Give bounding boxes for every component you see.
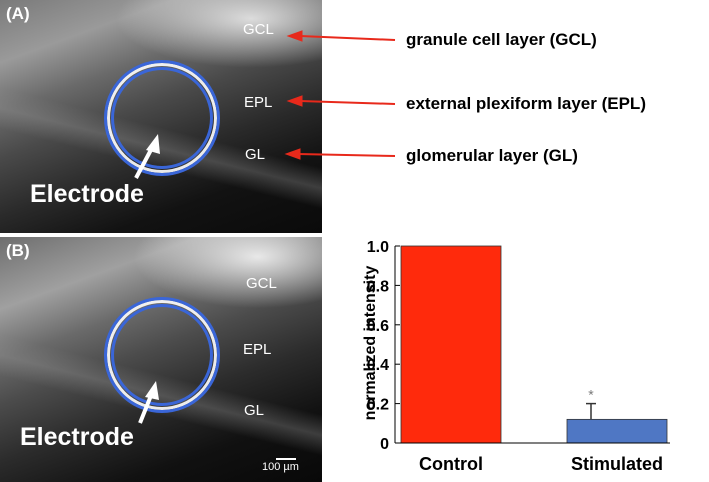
bar-stimulated	[566, 418, 668, 444]
y-tick-label: 0.2	[367, 397, 389, 414]
micrograph-panel-a: (A) GCL EPL GL Electrode	[0, 0, 322, 233]
bar-chart: normalized intensity 00.20.40.60.81.0 * …	[362, 239, 670, 474]
label-gcl-b: GCL	[246, 275, 277, 292]
y-tick-label: 0.4	[367, 357, 389, 374]
x-category-label: Control	[419, 454, 483, 474]
label-gl-b: GL	[244, 402, 265, 419]
electrode-arrow-b	[138, 381, 159, 424]
electrode-circle-b	[104, 297, 220, 413]
x-category-label: Stimulated	[571, 454, 663, 474]
y-tick-label: 0	[380, 436, 389, 453]
y-axis-ticks: 0 0.2 0.4 0.6 0.8 1.0	[367, 239, 400, 453]
annotation-epl: external plexiform layer (EPL)	[406, 94, 646, 113]
label-gcl-a: GCL	[243, 21, 274, 38]
electrode-label-a: Electrode	[30, 180, 144, 208]
panel-label-b: (B)	[6, 241, 30, 260]
scale-bar-label: 100 µm	[262, 461, 299, 473]
x-axis-categories: Control Stimulated	[419, 454, 663, 474]
scale-bar	[276, 458, 296, 460]
y-tick-label: 0.8	[367, 278, 389, 295]
panel-label-a: (A)	[6, 4, 30, 23]
electrode-circle-a	[104, 60, 220, 176]
label-epl-a: EPL	[244, 94, 273, 111]
annotation-gl: glomerular layer (GL)	[406, 146, 578, 165]
bar-control	[400, 245, 502, 444]
electrode-label-b: Electrode	[20, 423, 134, 451]
label-epl-b: EPL	[243, 341, 272, 358]
micrograph-panel-b: (B) GCL EPL GL Electrode 100 µm	[0, 237, 322, 482]
electrode-arrow-a	[134, 134, 160, 179]
annotation-gcl: granule cell layer (GCL)	[406, 30, 597, 49]
y-axis-label: normalized intensity	[362, 266, 379, 421]
label-gl-a: GL	[245, 146, 266, 163]
bars: *	[400, 245, 668, 444]
y-tick-label: 1.0	[367, 239, 389, 256]
significance-marker: *	[588, 387, 594, 403]
y-tick-label: 0.6	[367, 318, 389, 335]
